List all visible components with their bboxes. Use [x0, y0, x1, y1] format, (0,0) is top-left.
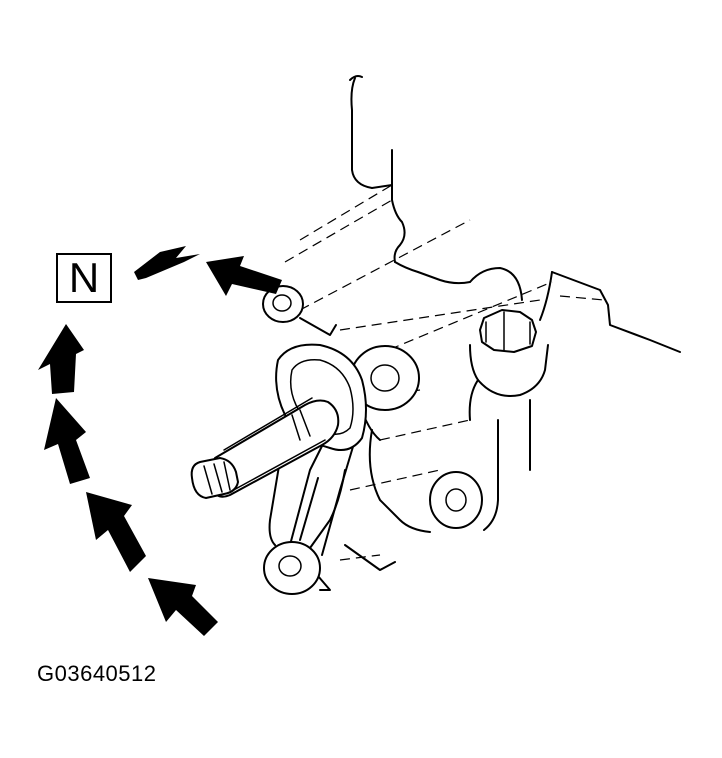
- arrow-5-icon: [134, 246, 200, 280]
- upper-mounting-boss: [262, 285, 337, 336]
- bolt: [468, 309, 549, 421]
- arrow-2-icon: [86, 492, 146, 572]
- arrow-1-icon: [148, 578, 218, 636]
- arrow-4-icon: [38, 324, 84, 394]
- figure-id: G03640512: [37, 661, 157, 686]
- neutral-position-label: N: [56, 253, 112, 303]
- lower-right-boss: [429, 471, 483, 529]
- arrow-3-icon: [44, 398, 90, 484]
- manual-shaft: [190, 397, 340, 499]
- housing-outline: [268, 75, 681, 591]
- arrow-6-icon: [206, 256, 282, 296]
- shift-direction-arrows: [38, 246, 282, 636]
